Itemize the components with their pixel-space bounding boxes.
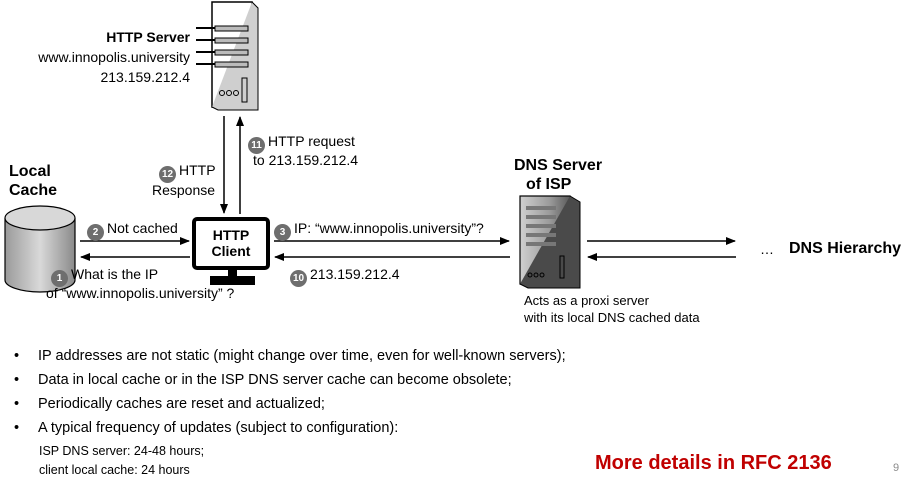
step-12-text-line2: Response: [152, 182, 216, 198]
dns-server-icon: [519, 195, 581, 289]
rfc-reference: More details in RFC 2136: [595, 452, 832, 474]
local-cache-label-line2: Cache: [9, 182, 58, 199]
step-11-text-line2: to 213.159.212.4: [253, 152, 359, 168]
step-1-text-line2: of “www.innopolis.university” ?: [46, 285, 235, 301]
step-12-badge: 12: [159, 166, 176, 183]
bullet-item: Data in local cache or in the ISP DNS se…: [14, 368, 566, 392]
step-3-text: IP: “www.innopolis.university”?: [294, 220, 484, 236]
step-3-badge: 3: [274, 224, 291, 241]
dns-server-note-line1: Acts as a proxi server: [524, 293, 649, 308]
dns-server-label-line2: of ISP: [526, 176, 572, 193]
step-2-text: Not cached: [107, 220, 178, 236]
step-12-text-line1: HTTP: [179, 162, 216, 178]
local-cache-label-line1: Local: [9, 163, 51, 180]
dns-server-label: DNS Server of ISP: [514, 156, 602, 194]
sub-line-isp: ISP DNS server: 24-48 hours;: [39, 444, 205, 458]
step-1-badge: 1: [51, 270, 68, 287]
page-number: 9: [893, 462, 900, 474]
sub-line-client: client local cache: 24 hours: [39, 463, 190, 477]
step-2-badge: 2: [87, 224, 104, 241]
step-10-text: 213.159.212.4: [310, 266, 400, 282]
step-11-badge: 11: [248, 137, 265, 154]
http-client-label: HTTP Client: [199, 227, 263, 259]
bullet-item: Periodically caches are reset and actual…: [14, 392, 566, 416]
local-cache-label: Local Cache: [9, 162, 57, 200]
http-client-label-line2: Client: [211, 243, 251, 259]
step-11-text-line1: HTTP request: [268, 133, 355, 149]
dns-server-label-line1: DNS Server: [514, 157, 603, 174]
http-server-domain: www.innopolis.university: [38, 49, 190, 65]
http-server-icon: [196, 1, 259, 111]
http-client-label-line1: HTTP: [212, 227, 250, 243]
http-client-monitor-icon: [192, 217, 270, 285]
bullet-item: IP addresses are not static (might chang…: [14, 344, 566, 368]
dns-hierarchy-ellipsis: …: [760, 241, 774, 257]
http-server-title: HTTP Server: [106, 29, 190, 45]
http-server-ip: 213.159.212.4: [100, 69, 190, 85]
step-10-badge: 10: [290, 270, 307, 287]
dns-server-note-line2: with its local DNS cached data: [524, 310, 700, 325]
dns-hierarchy-label: DNS Hierarchy: [789, 240, 902, 257]
dns-server-note: Acts as a proxi server with its local DN…: [524, 292, 700, 326]
bullet-item: A typical frequency of updates (subject …: [14, 416, 566, 440]
bullet-list: IP addresses are not static (might chang…: [14, 344, 566, 440]
step-1-text-line1: What is the IP: [71, 266, 159, 282]
